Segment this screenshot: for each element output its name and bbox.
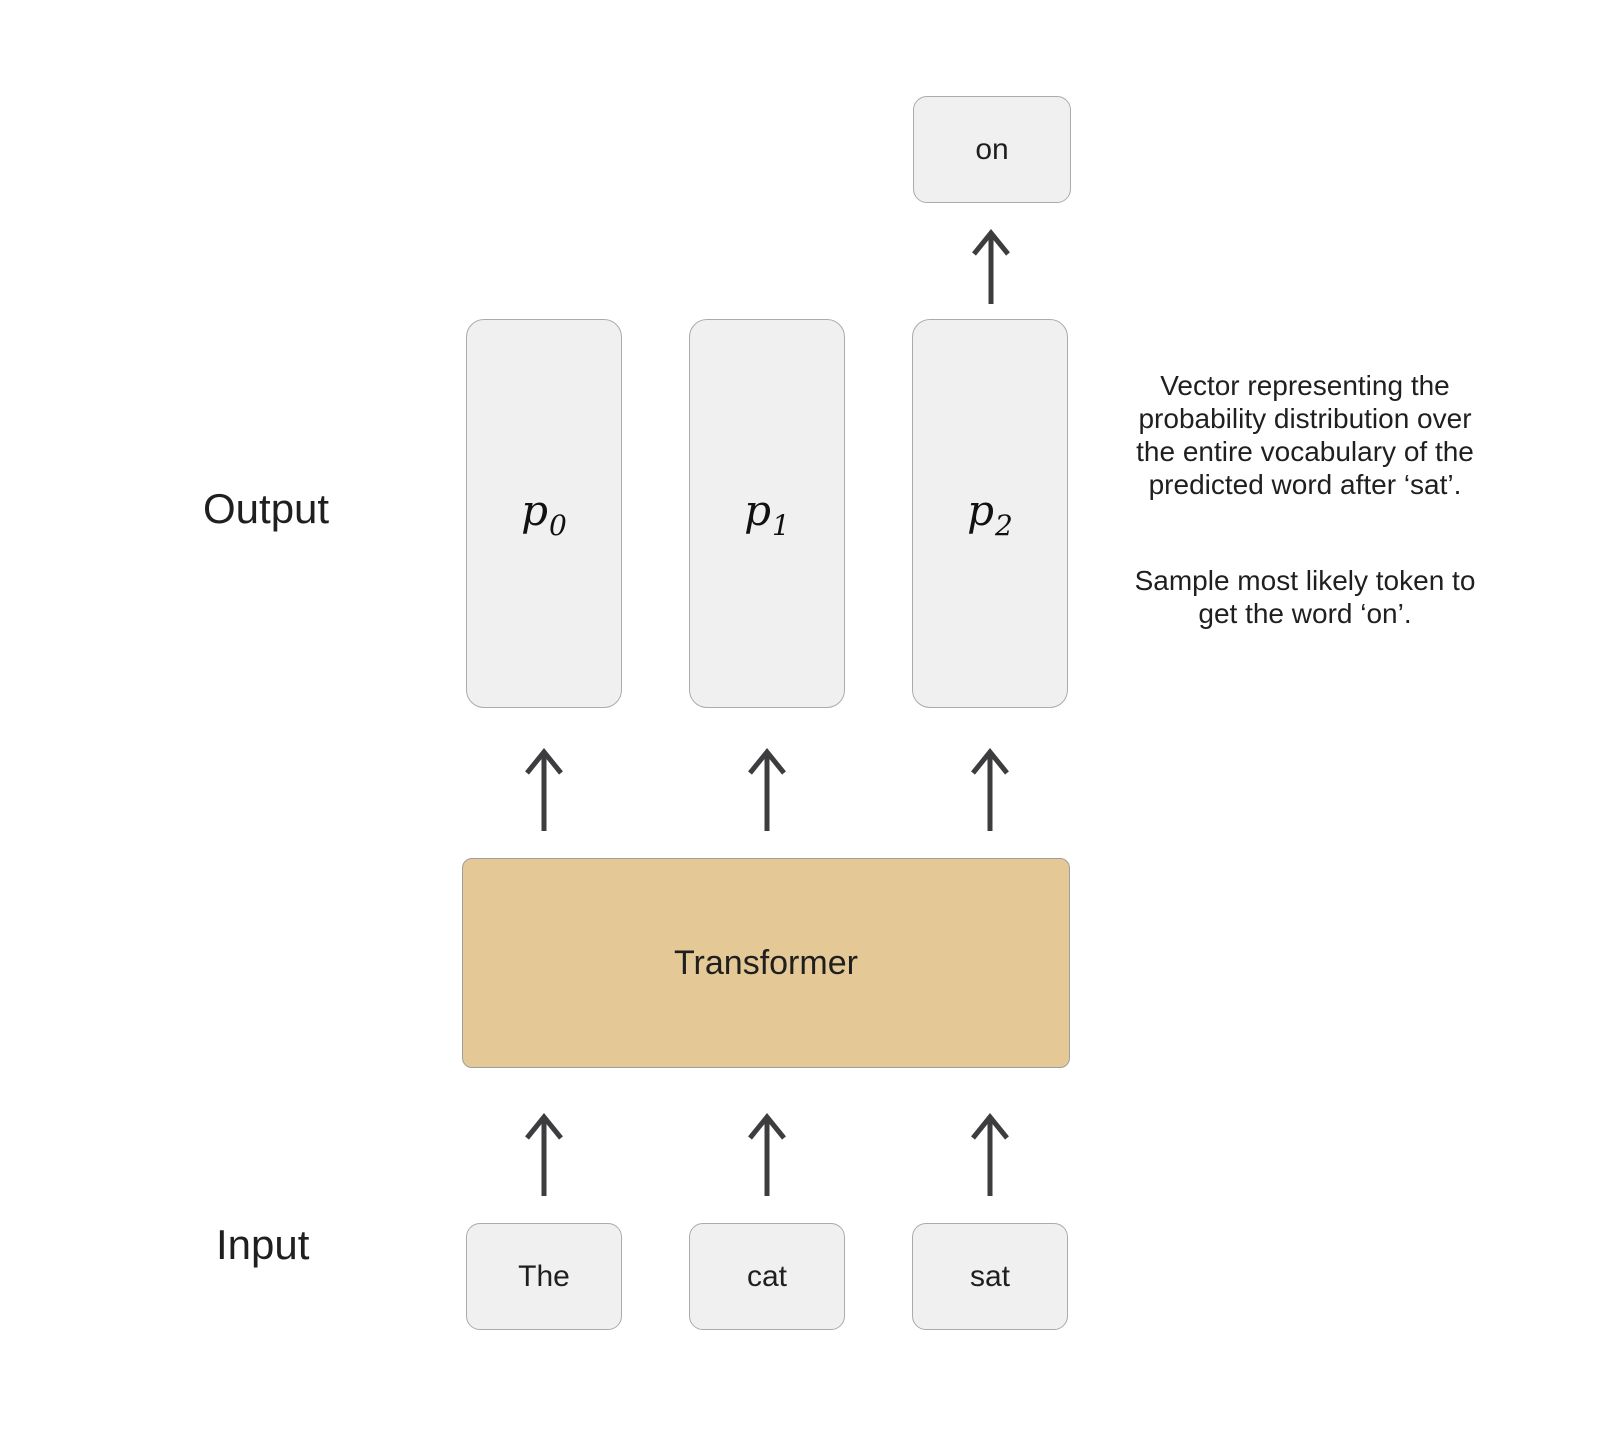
input-token-box-cat: cat xyxy=(689,1223,845,1330)
output-token-label: on xyxy=(975,132,1009,166)
arrow-token-the-to-transformer-icon xyxy=(525,1113,563,1196)
transformer-box: Transformer xyxy=(462,858,1070,1068)
arrow-p2-to-output-token-icon xyxy=(972,229,1010,304)
arrow-transformer-to-p0-icon xyxy=(525,748,563,831)
probability-vector-box-p0: p0 xyxy=(466,319,622,708)
probability-vector-box-p1: p1 xyxy=(689,319,845,708)
arrow-token-cat-to-transformer-icon xyxy=(748,1113,786,1196)
input-row-label: Input xyxy=(216,1221,310,1268)
p1-label: p1 xyxy=(744,485,790,542)
transformer-label: Transformer xyxy=(674,943,858,982)
input-token-box-the: The xyxy=(466,1223,622,1330)
input-token-sat-label: sat xyxy=(969,1259,1011,1293)
annotation-paragraph-2: Sample most likely token to get the word… xyxy=(1134,565,1476,629)
probability-vector-box-p2: p2 xyxy=(912,319,1068,708)
arrow-transformer-to-p1-icon xyxy=(748,748,786,831)
output-row-label: Output xyxy=(203,485,330,532)
annotation-paragraph-1: Vector representing the probability dist… xyxy=(1136,370,1474,500)
input-token-cat-label: cat xyxy=(746,1259,788,1293)
output-token-box: on xyxy=(913,96,1071,203)
p0-label: p0 xyxy=(521,485,567,542)
input-token-box-sat: sat xyxy=(912,1223,1068,1330)
arrow-token-sat-to-transformer-icon xyxy=(971,1113,1009,1196)
input-token-the-label: The xyxy=(518,1259,570,1293)
arrow-transformer-to-p2-icon xyxy=(971,748,1009,831)
p2-label: p2 xyxy=(967,485,1013,542)
annotation-text: Vector representing the probability dist… xyxy=(1085,336,1525,663)
